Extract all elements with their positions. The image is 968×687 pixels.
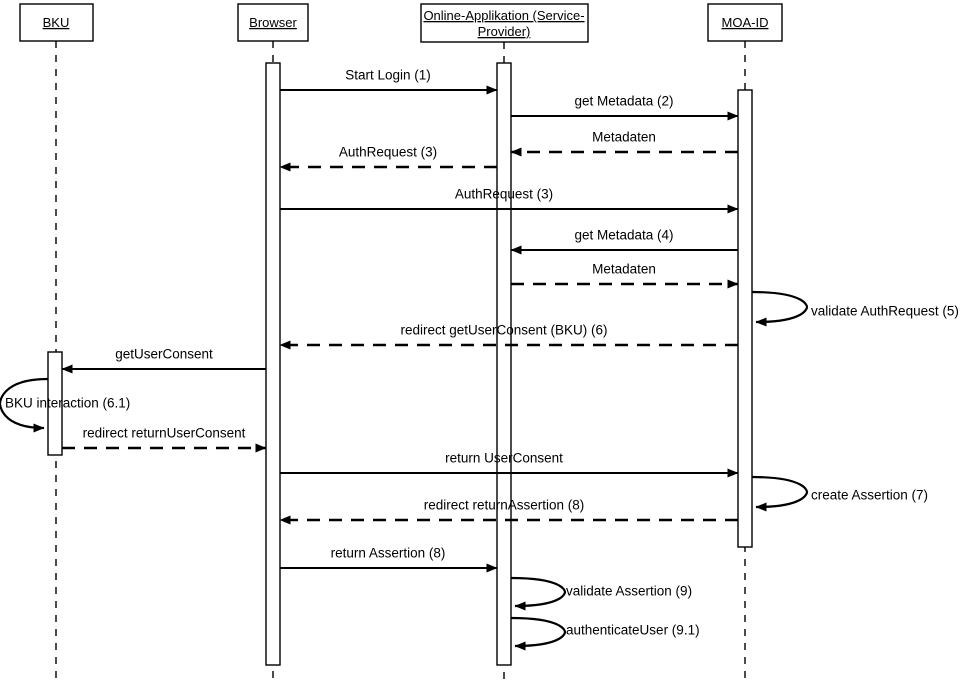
self-message-label-authenticate-user: authenticateUser (9.1) [566,623,700,638]
message-8: redirect getUserConsent (BKU) (6) [279,323,738,350]
lifeline-label-browser: Browser [249,15,297,30]
self-message-validate-authrequest: validate AuthRequest (5) [751,290,959,327]
message-1: Start Login (1) [280,68,498,95]
self-message-authenticate-user: authenticateUser (9.1) [510,616,700,651]
activation-bar-bku [47,351,63,456]
message-9: getUserConsent [61,347,266,374]
message-4: AuthRequest (3) [279,145,497,172]
activations-layer [47,62,753,666]
lifeline-moaid: MOA-ID [707,3,783,681]
message-10: redirect returnUserConsent [62,426,267,453]
message-label-11: return UserConsent [445,451,563,466]
message-label-3: Metadaten [592,130,656,145]
activation-bar-moaid [737,89,753,548]
message-label-1: Start Login (1) [345,68,431,83]
self-message-arrow-create-assertion [751,475,809,512]
lifeline-bku: BKU [19,3,94,681]
message-13: return Assertion (8) [280,546,498,573]
self-message-arrow-authenticate-user [510,616,567,651]
self-message-validate-assertion: validate Assertion (9) [510,576,692,611]
self-message-label-bku-interaction: BKU interaction (6.1) [5,396,130,411]
lifeline-box-bku [19,3,94,42]
message-label-4: AuthRequest (3) [339,145,437,160]
activation-bar-browser [265,62,281,666]
self-message-bku-interaction: BKU interaction (6.1) [0,377,130,433]
message-label-7: Metadaten [592,262,656,277]
message-label-2: get Metadata (2) [574,94,673,109]
self-messages-layer: validate AuthRequest (5) BKU interaction … [0,290,959,651]
message-12: redirect returnAssertion (8) [279,498,738,525]
self-message-arrow-validate-assertion [510,576,567,611]
self-message-arrow-bku-interaction [0,377,49,433]
lifeline-label-bku: BKU [43,15,70,30]
self-message-label-validate-assertion: validate Assertion (9) [566,584,692,599]
message-label-13: return Assertion (8) [331,546,446,561]
activation-bar-sp [496,62,512,666]
message-label-6: get Metadata (4) [574,228,673,243]
message-label-9: getUserConsent [115,347,213,362]
lifeline-label-moaid: MOA-ID [722,15,769,30]
message-2: get Metadata (2) [511,94,739,121]
message-label-8: redirect getUserConsent (BKU) (6) [400,323,607,338]
message-label-5: AuthRequest (3) [455,187,553,202]
message-label-10: redirect returnUserConsent [83,426,246,441]
message-6: get Metadata (4) [510,228,738,255]
lifeline-box-sp [420,3,589,43]
lifeline-label-sp: Online-Applikation (Service-Provider) [423,8,584,39]
self-message-create-assertion: create Assertion (7) [751,475,928,512]
messages-layer: Start Login (1) get Metadata (2) Metadaten… [61,68,739,573]
message-5: AuthRequest (3) [280,187,739,214]
message-7: Metadaten [511,262,739,289]
message-3: Metadaten [510,130,738,157]
self-message-label-create-assertion: create Assertion (7) [811,488,928,503]
self-message-label-validate-authrequest: validate AuthRequest (5) [811,304,959,319]
message-label-12: redirect returnAssertion (8) [424,498,585,513]
lifeline-box-browser [237,3,309,42]
self-message-arrow-validate-authrequest [751,290,809,327]
message-11: return UserConsent [280,451,739,478]
